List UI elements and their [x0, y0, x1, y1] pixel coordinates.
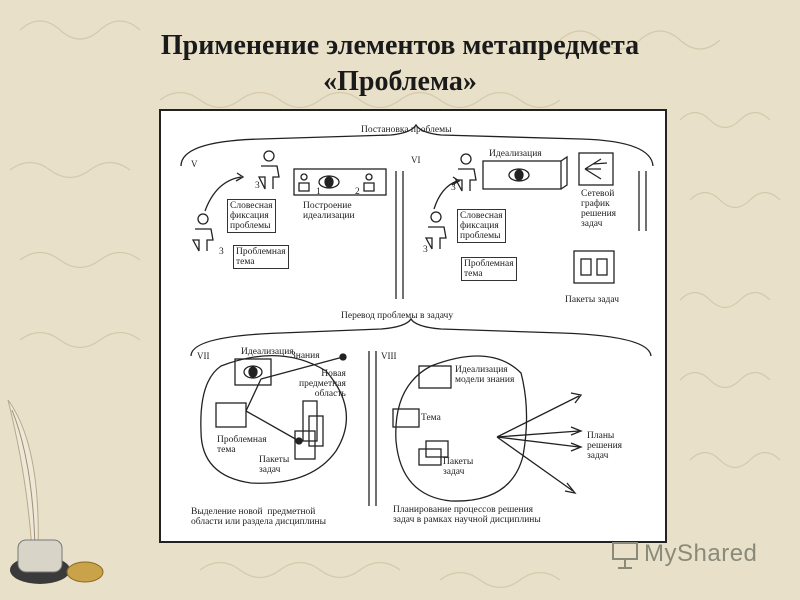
middle-brace — [190, 317, 652, 357]
arrow-vi — [433, 180, 458, 210]
quill-inkwell-illustration — [7, 399, 104, 584]
top-brace — [180, 123, 654, 167]
packages-label-viii: Пакеты задач — [443, 457, 474, 477]
verbal-fixation-box-vi: Словесная фиксация проблемы — [457, 209, 506, 243]
arrowhead-v — [235, 172, 245, 182]
idealization-box-vi — [482, 160, 562, 190]
task-packages-icon-vi — [573, 250, 615, 284]
new-area-label: Новая предметная область — [299, 369, 346, 399]
arrowhead-vi — [451, 176, 461, 186]
diagram-panel: Постановка проблемы V 3 3 1 2 Словесная … — [159, 109, 667, 543]
topic-box-viii — [392, 408, 420, 428]
num-3-vi-a: 3 — [451, 183, 456, 193]
arrow-v — [204, 176, 242, 212]
num-3-vi-b: 3 — [423, 245, 428, 255]
knowledge-label: Знания — [291, 351, 320, 361]
eye-icon-vi — [508, 168, 530, 182]
num-1: 1 — [316, 187, 321, 197]
num-2: 2 — [355, 187, 360, 197]
topic-label-viii: Тема — [421, 413, 441, 423]
slide-title-line1: Применение элементов метапредмета — [160, 30, 640, 61]
topic-box-vii — [215, 402, 247, 428]
slide-title-line2: «Проблема» — [323, 66, 477, 97]
person-icon-vi-top — [454, 153, 477, 192]
problem-topic-box-vi: Проблемная тема — [461, 257, 517, 281]
top-header-label: Постановка проблемы — [361, 125, 452, 135]
bottom-header-label: Перевод проблемы в задачу — [341, 311, 454, 321]
verbal-fixation-box-v: Словесная фиксация проблемы — [227, 199, 276, 233]
problem-topic-box-v: Проблемная тема — [233, 245, 289, 269]
model-box-viii — [418, 365, 452, 389]
idealization-box-vii — [234, 358, 272, 386]
oval-vii — [200, 354, 348, 484]
network-graph-icon — [578, 152, 614, 186]
person-icon-v-bottom — [191, 213, 214, 252]
network-graph-label: Сетевой график решения задач — [581, 189, 617, 229]
num-3-v-b: 3 — [219, 247, 224, 257]
task-packages-label-vi: Пакеты задач — [565, 295, 619, 305]
idealization-label-vii: Идеализация — [241, 347, 294, 357]
numeral-v: V — [191, 159, 198, 169]
numeral-vii: VII — [197, 351, 210, 361]
num-3-v-a: 3 — [255, 181, 260, 191]
idealization-label-v: Построение идеализации — [303, 201, 355, 221]
diagram-graphics — [180, 123, 654, 506]
packages-label-vii: Пакеты задач — [259, 455, 290, 475]
caption-vii: Выделение новой предметной области или р… — [191, 507, 327, 527]
plan-arrows — [496, 395, 580, 492]
person-icon-vi-bottom — [424, 211, 447, 250]
eye-icon-v1 — [318, 175, 340, 189]
person-icon-v-top — [257, 150, 280, 190]
idealization-box-v — [293, 168, 387, 196]
numeral-vi: VI — [411, 155, 421, 165]
model-label-viii: Идеализация модели знания — [455, 365, 515, 385]
presentation-board-icon — [612, 542, 638, 569]
idealization-label-vi: Идеализация — [489, 149, 542, 159]
package-box-viii-2 — [418, 448, 442, 466]
package-box-vii-1 — [302, 400, 318, 442]
oval-viii — [395, 355, 528, 502]
numeral-viii: VIII — [381, 351, 397, 361]
watermark-brand: MyShared — [644, 540, 758, 567]
plans-label: Планы решения задач — [587, 431, 623, 461]
caption-viii: Планирование процессов решения задач в р… — [393, 505, 541, 525]
problem-topic-label-vii: Проблемная тема — [217, 435, 267, 455]
